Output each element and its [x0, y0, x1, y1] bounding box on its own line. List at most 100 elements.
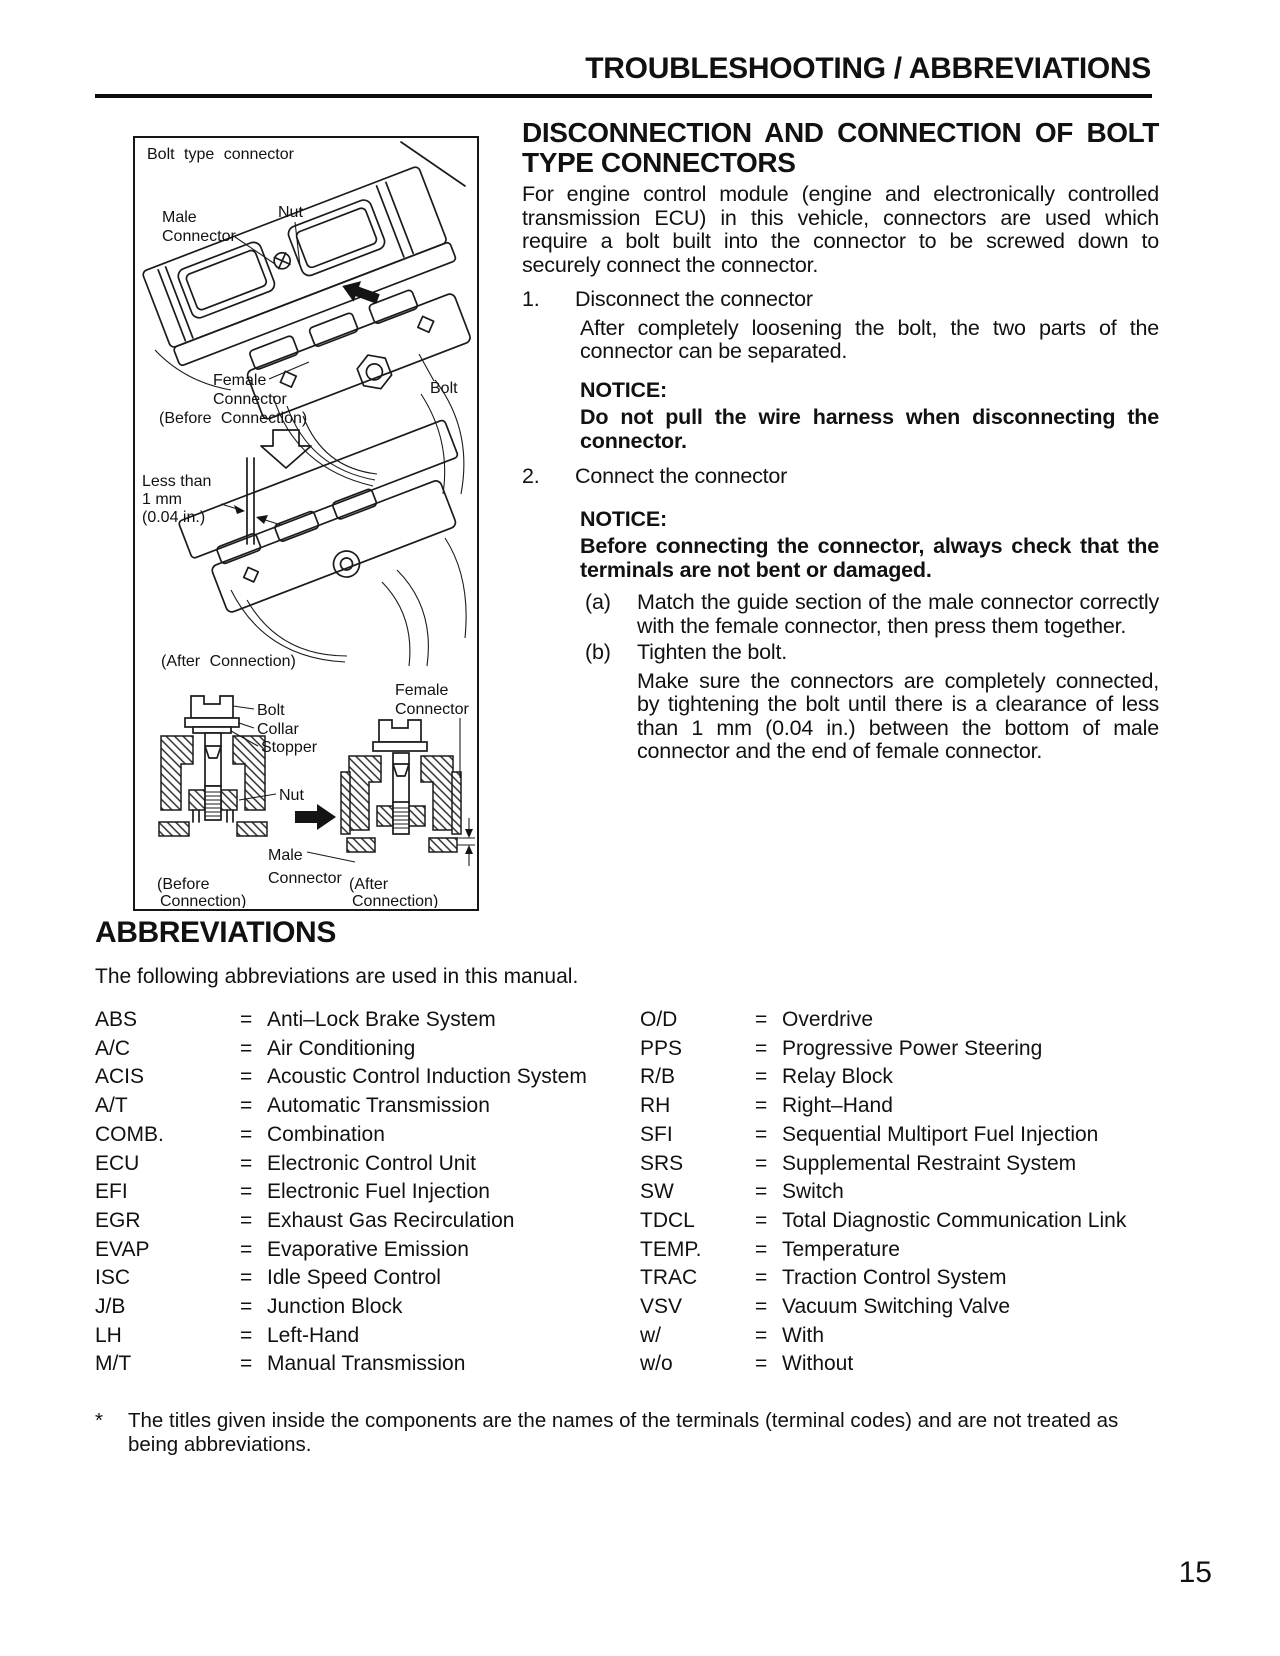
abbreviation-term: O/D: [640, 1008, 678, 1031]
footnote-asterisk: *: [95, 1409, 103, 1432]
step-2-title: Connect the connector: [575, 464, 788, 488]
connector-figure-box: Bolt type connector Male Connector Nut F…: [133, 136, 479, 911]
equals-sign: =: [755, 1122, 768, 1146]
abbreviations-right-column: O/D = Overdrive PPS = Progressive Power …: [640, 1006, 1161, 1379]
abbreviation-term: M/T: [95, 1352, 132, 1376]
abbreviation-term: R/B: [640, 1065, 676, 1089]
cs-label-bolt: Bolt: [257, 702, 285, 719]
equals-sign: =: [755, 1266, 768, 1290]
notice-1-label: NOTICE:: [580, 377, 667, 402]
figure-label-female-connector-2: Connector: [213, 391, 287, 408]
figure-label-male-connector-2: Connector: [162, 228, 236, 245]
abbreviation-row: TEMP. = Temperature: [640, 1236, 1161, 1265]
footnote-text: The titles given inside the components a…: [128, 1409, 1119, 1456]
substep-b-marker: (b): [585, 640, 611, 664]
female-connector-drawing: [246, 289, 471, 420]
section-title-line1: DISCONNECTION AND CONNECTION OF BOLT: [522, 117, 1159, 148]
figure-title: Bolt type connector: [147, 146, 295, 163]
substep-b-text: Tighten the bolt.: [637, 640, 787, 664]
step-1-number: 1.: [522, 287, 540, 311]
abbreviation-definition: Switch: [782, 1180, 844, 1204]
substep-b-detail: Make sure the connectors are completely …: [637, 668, 1159, 763]
abbreviation-term: SW: [640, 1180, 674, 1204]
abbreviation-row: PPS = Progressive Power Steering: [640, 1035, 1161, 1064]
equals-sign: =: [755, 1352, 768, 1376]
equals-sign: =: [755, 1208, 768, 1232]
equals-sign: =: [240, 1065, 253, 1089]
abbreviation-definition: Vacuum Switching Valve: [782, 1295, 1010, 1319]
equals-sign: =: [240, 1094, 253, 1118]
abbreviation-row: A/C = Air Conditioning: [95, 1035, 640, 1064]
abbreviation-term: SRS: [640, 1151, 684, 1175]
substep-a-text: Match the guide section of the male conn…: [637, 590, 1159, 638]
equals-sign: =: [240, 1266, 253, 1290]
abbreviation-term: EFI: [95, 1180, 128, 1204]
figure-label-004in: (0.04 in.): [142, 509, 205, 526]
figure-label-less-than: Less than: [142, 473, 211, 490]
abbreviation-row: ISC = Idle Speed Control: [95, 1264, 640, 1293]
cs-label-before: (Before: [157, 876, 210, 893]
abbreviation-row: LH = Left-Hand: [95, 1322, 640, 1351]
substep-a-marker: (a): [585, 590, 611, 614]
figure-label-bolt: Bolt: [430, 380, 458, 397]
equals-sign: =: [755, 1065, 768, 1089]
insert-direction-arrow: [342, 281, 380, 304]
abbreviation-definition: Evaporative Emission: [267, 1237, 469, 1261]
equals-sign: =: [240, 1036, 253, 1060]
abbreviation-row: ECU = Electronic Control Unit: [95, 1150, 640, 1179]
main-text-column: DISCONNECTION AND CONNECTION OF BOLT TYP…: [522, 118, 1159, 764]
abbreviation-row: M/T = Manual Transmission: [95, 1350, 640, 1379]
equals-sign: =: [755, 1151, 768, 1175]
abbreviation-row: R/B = Relay Block: [640, 1063, 1161, 1092]
abbreviation-row: w/o = Without: [640, 1350, 1161, 1379]
ecu-module-drawing: [142, 166, 457, 367]
cs-label-female-connector: Female: [395, 682, 448, 699]
step-1-title: Disconnect the connector: [575, 287, 813, 311]
equals-sign: =: [755, 1008, 768, 1031]
abbreviation-definition: Junction Block: [267, 1295, 403, 1319]
footnote: * The titles given inside the components…: [95, 1409, 1167, 1457]
abbreviation-term: LH: [95, 1323, 122, 1347]
equals-sign: =: [240, 1352, 253, 1376]
abbreviation-row: TDCL = Total Diagnostic Communication Li…: [640, 1207, 1161, 1236]
abbreviation-definition: Without: [782, 1352, 854, 1376]
cs-label-female-connector-2: Connector: [395, 701, 469, 718]
abbreviation-definition: Anti–Lock Brake System: [267, 1008, 496, 1031]
figure-label-male-connector: Male: [162, 209, 197, 226]
notice-1-text: Do not pull the wire harness when discon…: [580, 405, 1159, 453]
abbreviation-definition: Acoustic Control Induction System: [267, 1065, 587, 1089]
abbreviation-row: SW = Switch: [640, 1178, 1161, 1207]
abbreviation-term: w/o: [640, 1352, 673, 1376]
abbreviation-row: SFI = Sequential Multiport Fuel Injectio…: [640, 1121, 1161, 1150]
abbreviation-definition: With: [782, 1323, 824, 1347]
abbreviation-definition: Traction Control System: [782, 1266, 1007, 1290]
tighten-direction-arrow: [295, 804, 336, 830]
step-2-number: 2.: [522, 464, 540, 488]
equals-sign: =: [755, 1180, 768, 1204]
cs-label-before-2: Connection): [160, 893, 246, 908]
equals-sign: =: [240, 1208, 253, 1232]
abbreviation-term: A/T: [95, 1094, 128, 1118]
cs-label-after-2: Connection): [352, 893, 438, 908]
connector-figure: Bolt type connector Male Connector Nut F…: [142, 141, 475, 908]
abbreviation-definition: Temperature: [782, 1237, 900, 1261]
abbreviation-row: EVAP = Evaporative Emission: [95, 1236, 640, 1265]
equals-sign: =: [755, 1094, 768, 1118]
connected-assembly-drawing: [178, 419, 459, 613]
page-number: 15: [1178, 1556, 1212, 1589]
abbreviation-definition: Manual Transmission: [267, 1352, 466, 1376]
abbreviation-definition: Exhaust Gas Recirculation: [267, 1208, 515, 1232]
abbreviation-definition: Left-Hand: [267, 1323, 360, 1347]
abbreviation-row: EFI = Electronic Fuel Injection: [95, 1178, 640, 1207]
notice-2-label: NOTICE:: [580, 506, 667, 531]
abbreviation-term: ACIS: [95, 1065, 145, 1089]
figure-label-female-connector: Female: [213, 372, 266, 389]
abbreviation-row: O/D = Overdrive: [640, 1006, 1161, 1035]
abbreviation-row: EGR = Exhaust Gas Recirculation: [95, 1207, 640, 1236]
figure-label-before-connection: (Before Connection): [159, 410, 307, 427]
abbreviation-term: TEMP.: [640, 1237, 702, 1261]
abbreviation-definition: Relay Block: [782, 1065, 893, 1089]
abbreviation-term: RH: [640, 1094, 671, 1118]
cs-label-after: (After: [349, 876, 389, 893]
abbreviation-row: w/ = With: [640, 1322, 1161, 1351]
